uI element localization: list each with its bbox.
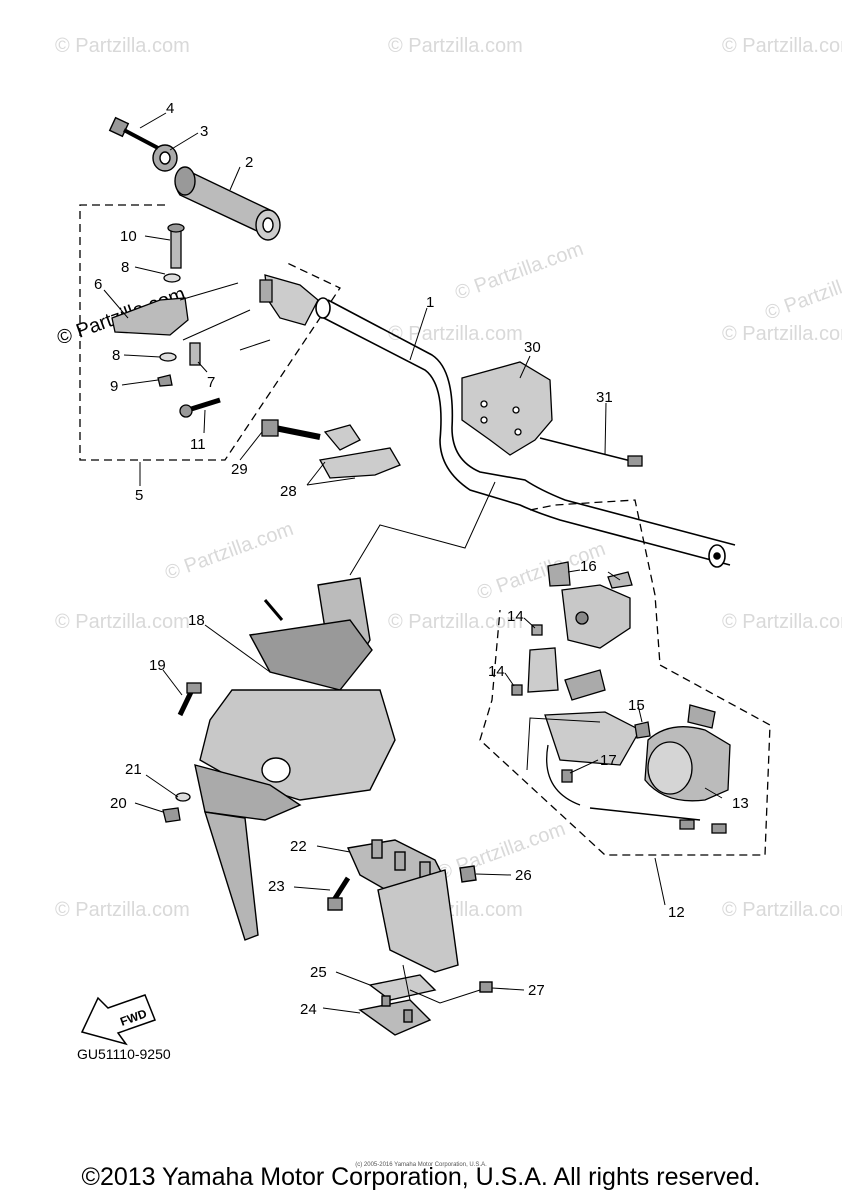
- copyright-notice: ©2013 Yamaha Motor Corporation, U.S.A. A…: [81, 1163, 761, 1191]
- callout-7: 7: [207, 374, 215, 391]
- callout-11: 11: [190, 436, 206, 453]
- callout-3: 3: [200, 123, 208, 140]
- callout-31: 31: [596, 389, 613, 406]
- group-5-outline: [79, 204, 341, 461]
- callout-21: 21: [125, 761, 142, 778]
- group-outlines: [79, 204, 771, 856]
- watermark: © Partzilla.com: [452, 238, 586, 305]
- small-copyright: (c) 2005-2016 Yamaha Motor Corporation, …: [355, 1162, 487, 1168]
- callout-15: 15: [628, 697, 645, 714]
- callout-16: 16: [580, 558, 597, 575]
- steering-column: [194, 577, 396, 941]
- callout-1: 1: [426, 294, 434, 311]
- callouts: 1 2 3 4 5 6 7 8 8 9 10 11 12 13 14 14 15…: [94, 100, 749, 1018]
- watermark: © Partzilla.com: [722, 35, 842, 57]
- watermark: © Partzilla.com: [722, 611, 842, 633]
- callout-8b: 8: [112, 347, 120, 364]
- bracket-assembly: [327, 839, 493, 1036]
- throttle-assembly: [111, 223, 319, 418]
- callout-23: 23: [268, 878, 285, 895]
- callout-27: 27: [528, 982, 545, 999]
- callout-14b: 14: [488, 663, 505, 680]
- callout-13: 13: [732, 795, 749, 812]
- watermark: © Partzilla.com: [762, 258, 842, 325]
- callout-17: 17: [600, 752, 617, 769]
- clamp-assembly: [261, 419, 401, 479]
- callout-20: 20: [110, 795, 127, 812]
- callout-25: 25: [310, 964, 327, 981]
- callout-8: 8: [121, 259, 129, 276]
- reference-code: GU51110-9250: [77, 1046, 171, 1062]
- handlebar: [315, 297, 736, 568]
- callout-28: 28: [280, 483, 297, 500]
- callout-18: 18: [188, 612, 205, 629]
- watermark: © Partzilla.com: [388, 35, 523, 57]
- switch-assembly: [511, 561, 731, 834]
- watermark: © Partzilla.com: [722, 323, 842, 345]
- watermark: © Partzilla.com: [55, 899, 190, 921]
- callout-5: 5: [135, 487, 143, 504]
- small-hardware: [162, 682, 202, 823]
- watermark: © Partzilla.com: [388, 323, 523, 345]
- callout-26: 26: [515, 867, 532, 884]
- watermark: © Partzilla.com: [55, 35, 190, 57]
- watermark: © Partzilla.com: [162, 518, 296, 585]
- callout-6: 6: [94, 276, 102, 293]
- callout-14: 14: [507, 608, 524, 625]
- pad-cover: [461, 361, 643, 467]
- leader-lines: [103, 112, 723, 1014]
- callout-29: 29: [231, 461, 248, 478]
- watermark: © Partzilla.com: [388, 611, 523, 633]
- callout-22: 22: [290, 838, 307, 855]
- group-12-outline: [479, 499, 771, 856]
- callout-19: 19: [149, 657, 166, 674]
- callout-12: 12: [668, 904, 685, 921]
- callout-2: 2: [245, 154, 253, 171]
- callout-30: 30: [524, 339, 541, 356]
- callout-9: 9: [110, 378, 118, 395]
- grip-assembly: [108, 116, 281, 241]
- callout-4: 4: [166, 100, 174, 117]
- fwd-arrow-icon: FWD: [80, 994, 156, 1046]
- watermark: © Partzilla.com: [55, 611, 190, 633]
- callout-24: 24: [300, 1001, 317, 1018]
- callout-10: 10: [120, 228, 137, 245]
- watermark: © Partzilla.com: [722, 899, 842, 921]
